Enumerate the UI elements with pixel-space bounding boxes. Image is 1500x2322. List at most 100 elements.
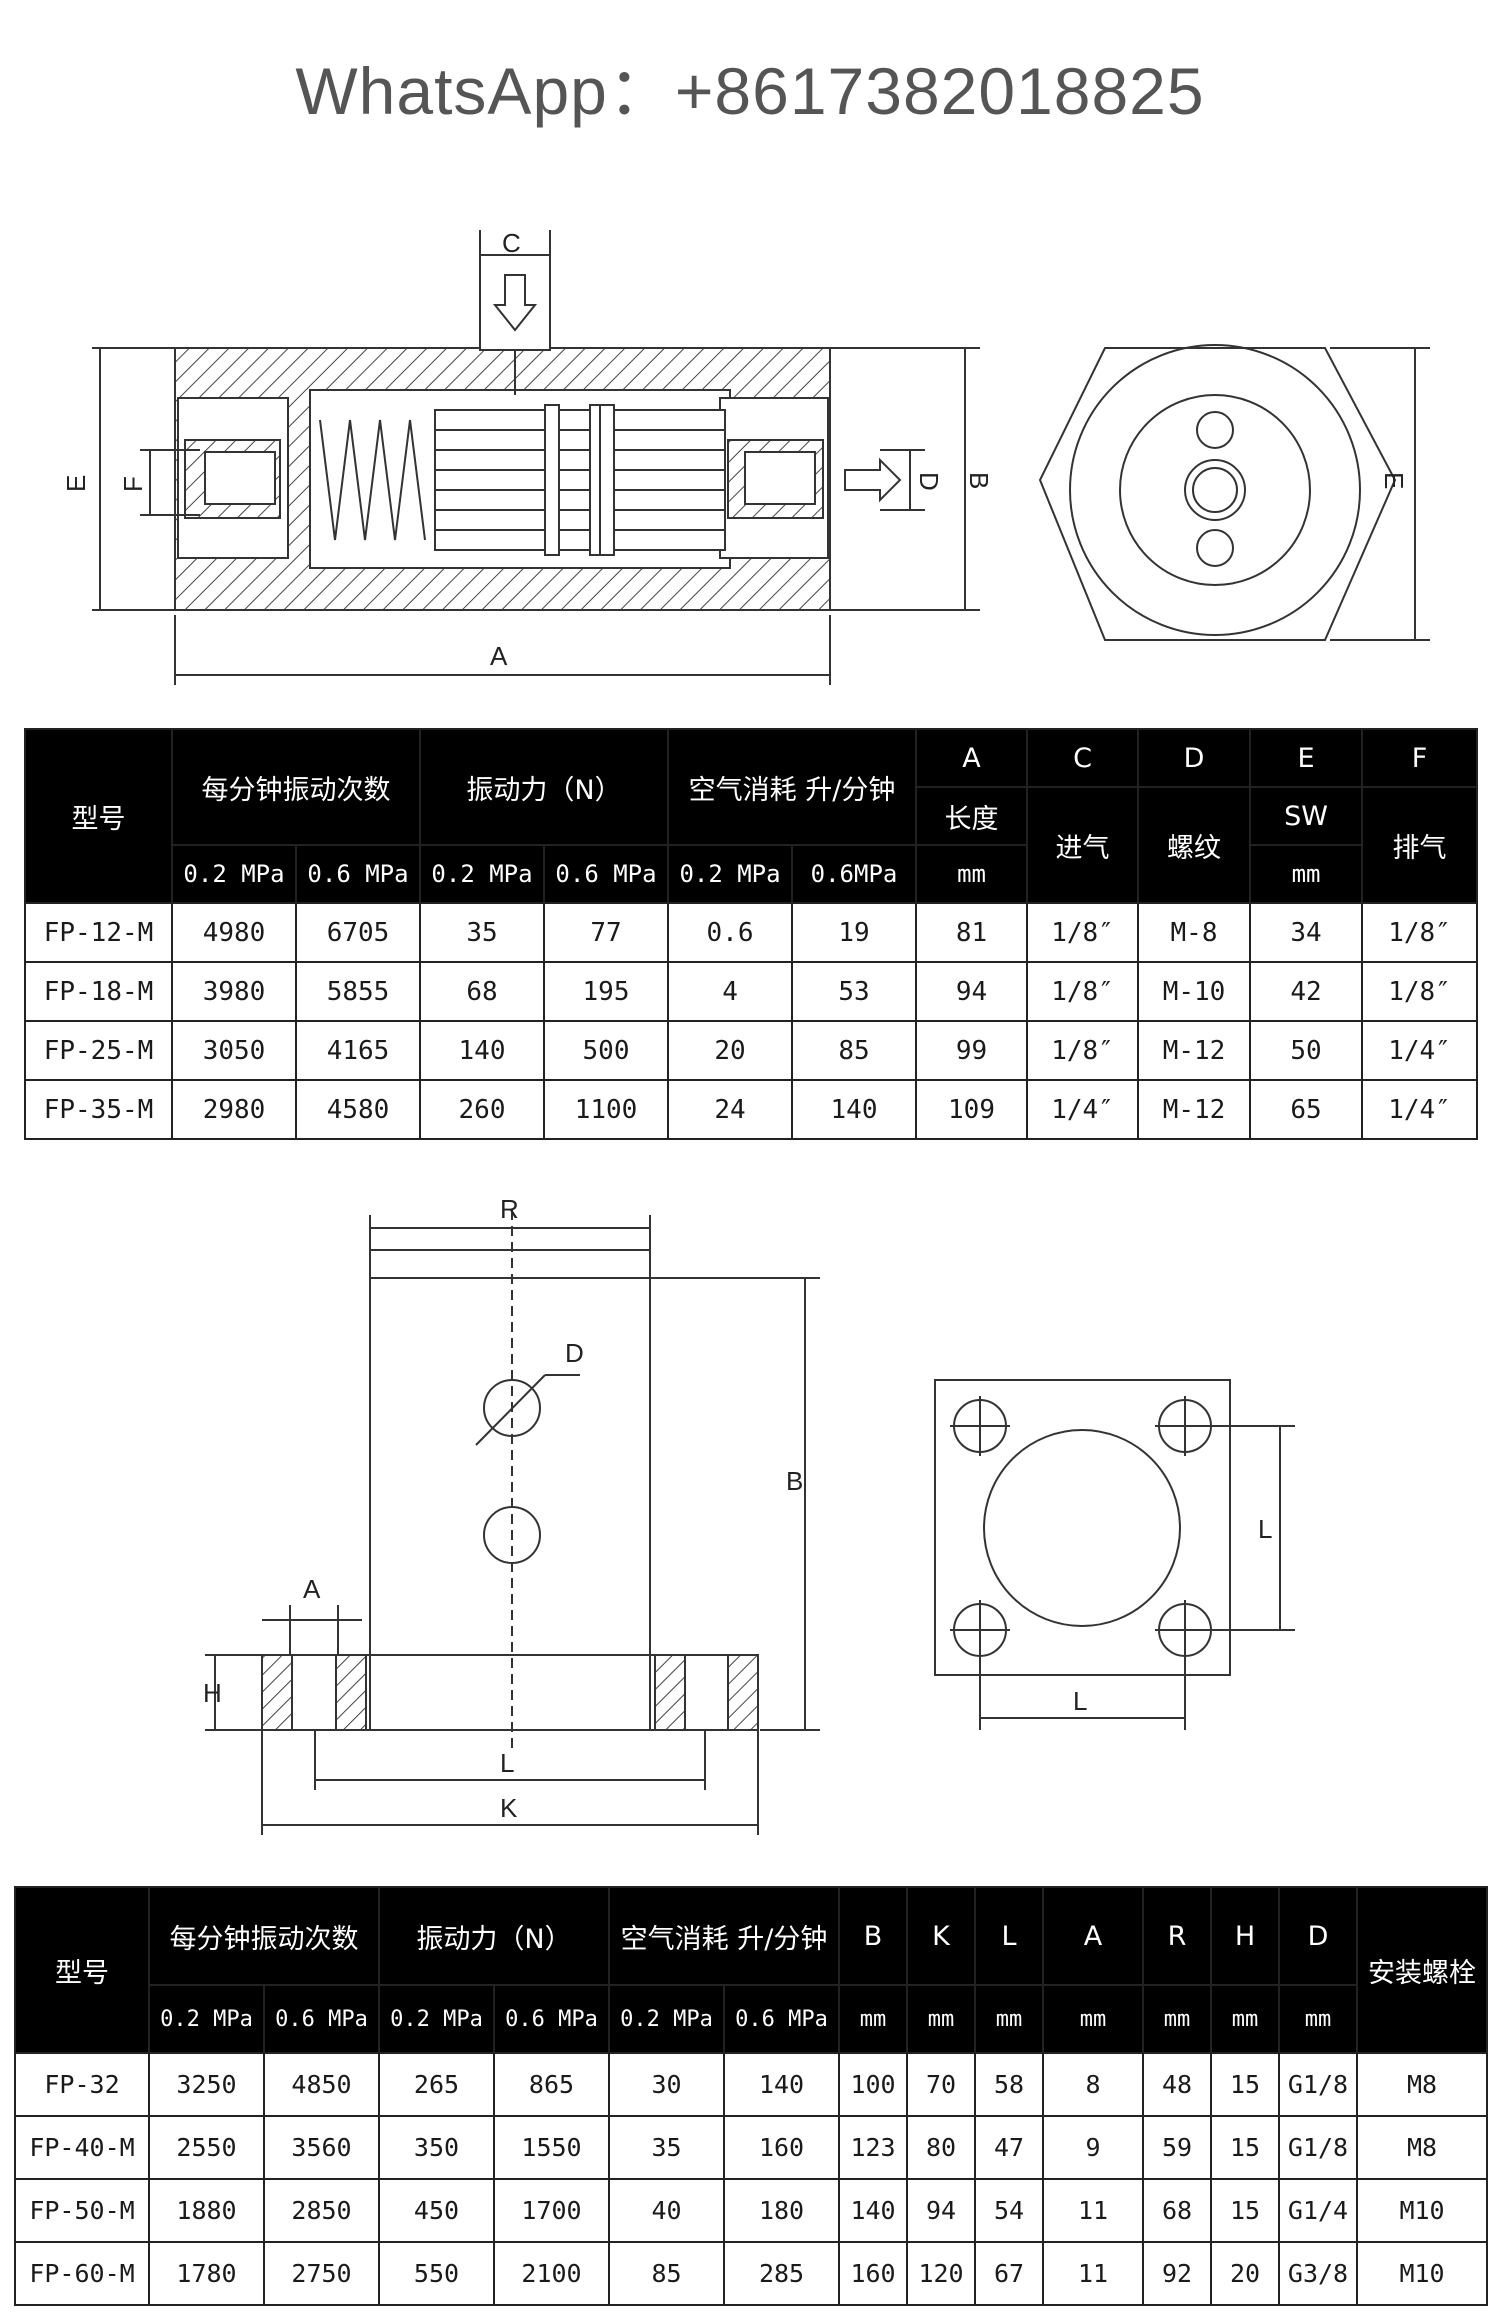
value-cell: 8: [1042, 2052, 1145, 2117]
model-cell: FP-40-M: [14, 2115, 150, 2180]
value-cell: 1550: [492, 2115, 611, 2180]
value-cell: 4165: [295, 1020, 421, 1081]
label-E2: E: [1379, 472, 1409, 489]
subheader: 0.2 MPa: [148, 1984, 265, 2054]
value-cell: 260: [419, 1079, 545, 1140]
value-cell: 99: [915, 1020, 1029, 1081]
value-cell: 3980: [171, 961, 297, 1022]
value-cell: 865: [492, 2052, 611, 2117]
subheader: mm: [1142, 1984, 1213, 2054]
value-cell: 6705: [295, 902, 421, 963]
value-cell: 1880: [148, 2178, 265, 2243]
spec-table-1: 型号 每分钟振动次数 振动力（N） 空气消耗 升/分钟 A C D E F 长度…: [24, 728, 1479, 1140]
value-cell: 59: [1142, 2115, 1213, 2180]
value-cell: 1/4″: [1026, 1079, 1140, 1140]
value-cell: 58: [974, 2052, 1045, 2117]
value-cell: M8: [1356, 2115, 1489, 2180]
header-air: 空气消耗 升/分钟: [667, 728, 918, 846]
subheader: 0.6MPa: [791, 844, 918, 904]
header-R: R: [1142, 1886, 1213, 1986]
value-cell: 30: [608, 2052, 726, 2117]
value-cell: 15: [1210, 2052, 1281, 2117]
label-F: F: [118, 476, 148, 492]
value-cell: 20: [1210, 2241, 1281, 2306]
subheader: 0.6 MPa: [492, 1984, 611, 2054]
value-cell: G1/8: [1278, 2115, 1359, 2180]
value-cell: 50: [1249, 1020, 1364, 1081]
value-cell: 140: [838, 2178, 909, 2243]
value-cell: 1/8″: [1361, 961, 1479, 1022]
value-cell: M10: [1356, 2241, 1489, 2306]
subheader: 0.2 MPa: [171, 844, 297, 904]
value-cell: 350: [378, 2115, 495, 2180]
value-cell: 3050: [171, 1020, 297, 1081]
value-cell: 34: [1249, 902, 1364, 963]
value-cell: 2980: [171, 1079, 297, 1140]
value-cell: 0.6: [667, 902, 794, 963]
value-cell: 80: [906, 2115, 977, 2180]
header-L: L: [974, 1886, 1045, 1986]
mounting-drawing: R D B A H L K L L: [203, 1194, 1295, 1835]
body-column: [369, 1249, 651, 1731]
value-cell: 47: [974, 2115, 1045, 2180]
value-cell: 70: [906, 2052, 977, 2117]
hex-end-view: [1038, 347, 1397, 641]
value-cell: 2850: [263, 2178, 380, 2243]
value-cell: 15: [1210, 2178, 1281, 2243]
model-cell: FP-60-M: [14, 2241, 150, 2306]
header-E-sub: SW: [1249, 786, 1364, 846]
value-cell: 40: [608, 2178, 726, 2243]
label-D: D: [565, 1338, 584, 1368]
value-cell: 20: [667, 1020, 794, 1081]
header-model: 型号: [14, 1886, 150, 2054]
header-C-sub: 进气: [1026, 786, 1140, 904]
subheader: mm: [915, 844, 1029, 904]
value-cell: M10: [1356, 2178, 1489, 2243]
value-cell: 1/8″: [1026, 1020, 1140, 1081]
label-L3: L: [1073, 1686, 1087, 1716]
value-cell: 4850: [263, 2052, 380, 2117]
value-cell: 24: [667, 1079, 794, 1140]
spring: [319, 419, 426, 541]
value-cell: 195: [542, 961, 670, 1022]
subheader: 0.6 MPa: [263, 1984, 380, 2054]
value-cell: 1/8″: [1026, 961, 1140, 1022]
subheader: 0.6 MPa: [723, 1984, 841, 2054]
value-cell: G1/4: [1278, 2178, 1359, 2243]
model-cell: FP-18-M: [24, 961, 173, 1022]
value-cell: 94: [906, 2178, 977, 2243]
value-cell: M-12: [1137, 1079, 1252, 1140]
label-C: C: [502, 228, 521, 258]
subheader: mm: [838, 1984, 909, 2054]
value-cell: 160: [838, 2241, 909, 2306]
value-cell: 160: [723, 2115, 841, 2180]
model-cell: FP-50-M: [14, 2178, 150, 2243]
value-cell: 123: [838, 2115, 909, 2180]
label-H: H: [203, 1678, 222, 1708]
value-cell: 77: [542, 902, 670, 963]
subheader: mm: [1210, 1984, 1281, 2054]
port-upper: [483, 1379, 541, 1437]
port-lower: [483, 1506, 541, 1564]
value-cell: 3250: [148, 2052, 265, 2117]
value-cell: 53: [791, 961, 918, 1022]
value-cell: 1780: [148, 2241, 265, 2306]
header-freq: 每分钟振动次数: [148, 1886, 380, 1986]
header-C: C: [1026, 728, 1140, 788]
value-cell: M-8: [1137, 902, 1252, 963]
subheader: 0.2 MPa: [608, 1984, 726, 2054]
value-cell: 81: [915, 902, 1029, 963]
value-cell: 4: [667, 961, 794, 1022]
value-cell: 5855: [295, 961, 421, 1022]
label-B: B: [786, 1466, 803, 1496]
value-cell: 92: [1142, 2241, 1213, 2306]
value-cell: 1700: [492, 2178, 611, 2243]
subheader: 0.6 MPa: [542, 844, 670, 904]
value-cell: 100: [838, 2052, 909, 2117]
header-D-sub: 螺纹: [1137, 786, 1252, 904]
value-cell: 48: [1142, 2052, 1213, 2117]
header-F: F: [1361, 728, 1479, 788]
